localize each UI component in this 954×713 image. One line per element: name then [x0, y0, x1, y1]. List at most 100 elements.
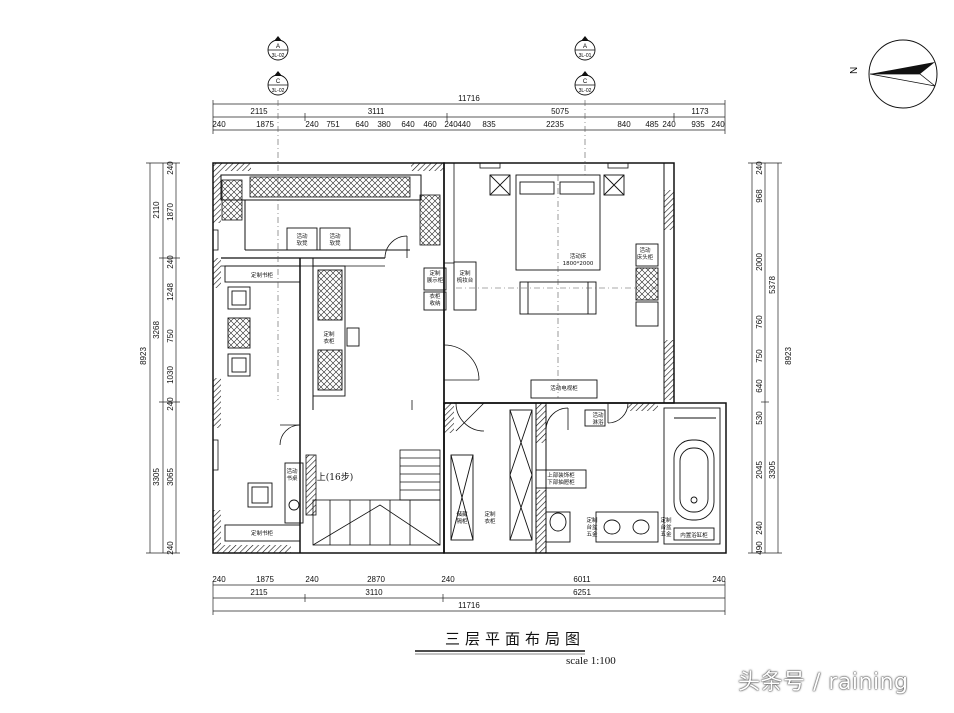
- dimension-left-inner: 240: [166, 161, 175, 175]
- top-dimension-lines: [212, 100, 726, 134]
- center-lines: [277, 100, 660, 400]
- top-wardrobe: [220, 174, 441, 251]
- dimension-bottom-detail: 240: [305, 575, 319, 584]
- dimension-right-inner: 968: [755, 189, 764, 203]
- label-bathtub: 内置浴缸柜: [680, 531, 708, 539]
- dimension-left-outer: 3305: [152, 468, 161, 486]
- dimension-right-inner: 240: [755, 521, 764, 535]
- watermark-text: 头条号 / raining: [738, 670, 909, 695]
- label-chair-right: 活动: [329, 232, 341, 240]
- dimension-bottom-mid: 3110: [365, 588, 383, 597]
- dimension-left-inner: 750: [166, 329, 175, 343]
- dimension-left-inner: 240: [166, 255, 175, 269]
- dimension-right-outer: 5378: [768, 276, 777, 294]
- label-storage-b: 定制: [484, 510, 496, 518]
- dimension-bottom-detail: 240: [712, 575, 726, 584]
- label-chair-right: 软凳: [329, 239, 341, 247]
- dimension-left-inner: 1870: [166, 203, 175, 221]
- dimension-right-outer: 3305: [768, 461, 777, 479]
- north-arrow-icon: N: [849, 39, 938, 109]
- dimension-top-mid: 3111: [368, 107, 385, 116]
- dimension-right-inner: 760: [755, 315, 764, 329]
- section-marker-sheet: 3L-02: [272, 88, 285, 94]
- label-basin-left: 定制: [586, 516, 598, 524]
- dimension-top-detail: 840: [617, 120, 631, 129]
- dimension-top-detail: 835: [482, 120, 496, 129]
- dimension-top-total: 11716: [458, 94, 480, 103]
- dimension-top-detail: 640: [355, 120, 369, 129]
- right-dimension-lines: [748, 162, 782, 554]
- dimension-top-mid: 1173: [691, 107, 709, 116]
- dimension-top-detail: 935: [691, 120, 705, 129]
- dimension-top-mid: 5075: [551, 107, 569, 116]
- dimension-left-total: 8923: [139, 347, 148, 365]
- dimension-top-detail: 380: [377, 120, 391, 129]
- label-bookcase: 定制书柜: [251, 271, 274, 279]
- section-marker-sheet: 3L-02: [579, 88, 592, 94]
- dimension-bottom-mid: 6251: [573, 588, 591, 597]
- dimension-bottom-detail: 240: [212, 575, 226, 584]
- label-storage-a: 储藏: [456, 510, 468, 518]
- dimension-right-inner: 240: [755, 161, 764, 175]
- windows: [212, 162, 629, 471]
- label-chair-left: 软凳: [296, 239, 308, 247]
- lower-right-furniture: [450, 407, 721, 545]
- label-wardrobe: 衣柜: [323, 337, 335, 345]
- label-basin-right: 定制: [660, 516, 672, 524]
- label-wardrobe: 定制: [323, 330, 335, 338]
- dimension-top-detail: 240: [444, 120, 458, 129]
- label-storage-a: 隔柜: [456, 517, 468, 525]
- dimension-top-detail: 240: [711, 120, 725, 129]
- north-label: N: [849, 67, 860, 74]
- section-marker-icon: C 3L-02: [267, 71, 289, 96]
- dimension-top-detail: 440: [457, 120, 471, 129]
- label-vanity: 下部抽屉柜: [547, 478, 575, 486]
- label-nightstand: 活动: [639, 246, 651, 254]
- dimension-top-mid: 2115: [250, 107, 268, 116]
- label-vanity: 上部装饰柜: [547, 471, 575, 479]
- dimension-right-inner: 2000: [755, 253, 764, 271]
- dimension-bottom-detail: 6011: [573, 575, 591, 584]
- dimension-bottom-detail: 2870: [367, 575, 385, 584]
- section-marker-letter: C: [583, 79, 588, 85]
- dimension-right-inner: 490: [755, 541, 764, 555]
- dimension-right-inner: 640: [755, 379, 764, 393]
- section-marker-sheet: 3L-01: [579, 53, 592, 59]
- bedroom-furniture: [423, 174, 659, 399]
- label-bottom-bookcase: 定制书柜: [251, 529, 274, 537]
- drawing-scale: scale 1:100: [566, 655, 616, 667]
- dimension-top-detail: 2235: [546, 120, 564, 129]
- dimension-right-inner: 750: [755, 349, 764, 363]
- dimension-top-detail: 1875: [256, 120, 274, 129]
- dimension-left-inner: 1030: [166, 366, 175, 384]
- title-underline: [415, 650, 585, 655]
- section-marker-sheet: 3L-02: [272, 53, 285, 59]
- dimension-top-detail: 751: [326, 120, 340, 129]
- dimension-left-inner: 240: [166, 397, 175, 411]
- label-basin-right: 五金: [660, 530, 672, 538]
- dimension-top-detail: 240: [305, 120, 319, 129]
- label-dressing-table: 梳妆台: [457, 276, 474, 284]
- dimension-left-inner: 1248: [166, 283, 175, 301]
- section-marker-letter: A: [583, 44, 587, 50]
- section-marker-icon: A3L-02: [267, 36, 289, 61]
- label-dressing-table: 定制: [459, 269, 471, 277]
- label-stairs: 上(16步): [317, 472, 353, 483]
- dimension-right-inner: 2045: [755, 461, 764, 479]
- label-display-cabinet: 定制: [429, 269, 441, 277]
- label-display-cabinet: 展示柜: [427, 276, 444, 284]
- label-desk: 活动: [286, 467, 298, 475]
- label-basin-right: 台盆: [660, 523, 672, 531]
- section-marker-letter: C: [276, 79, 281, 85]
- label-shower: 活动: [592, 411, 604, 419]
- dimension-left-outer: 3268: [152, 321, 161, 339]
- label-tv-cabinet: 活动电视柜: [550, 384, 578, 392]
- staircase: [305, 400, 441, 546]
- left-room-furniture: [224, 227, 360, 542]
- walls: [212, 162, 727, 554]
- bottom-dimension-lines: [212, 581, 726, 615]
- dimension-top-detail: 640: [401, 120, 415, 129]
- label-chair-left: 活动: [296, 232, 308, 240]
